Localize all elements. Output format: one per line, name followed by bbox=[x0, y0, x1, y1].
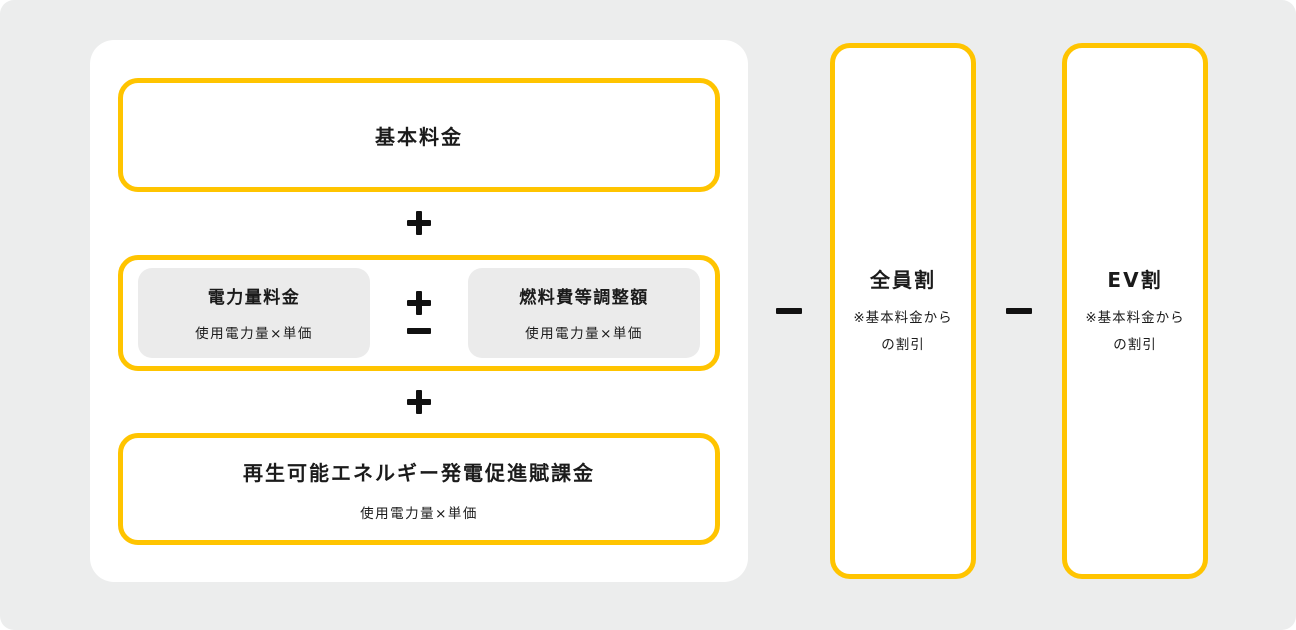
discount-title: 全員割 bbox=[870, 267, 936, 292]
discount-note-line: の割引 bbox=[881, 336, 925, 353]
plus-row-bottom bbox=[118, 371, 720, 434]
energy-charge-subtitle: 使用電力量×単価 bbox=[195, 326, 313, 342]
discount-note-line: ※基本料金から bbox=[853, 309, 953, 326]
minus-icon bbox=[407, 328, 431, 334]
renewable-levy-title: 再生可能エネルギー発電促進賦課金 bbox=[243, 460, 595, 485]
discount-note-line: の割引 bbox=[1113, 336, 1157, 353]
discount-note: ※基本料金から の割引 bbox=[1085, 305, 1184, 359]
base-fee-box: 基本料金 bbox=[118, 78, 720, 192]
plus-row-top bbox=[118, 192, 720, 255]
discount-title: EV割 bbox=[1107, 267, 1163, 292]
energy-charge-card: 電力量料金 使用電力量×単価 bbox=[138, 267, 370, 358]
charges-panel: 基本料金 電力量料金 使用電力量×単価 燃料費等調整額 使用電力量×単価 再生可… bbox=[90, 40, 748, 582]
zenin-wari-discount-card: 全員割 ※基本料金から の割引 bbox=[830, 43, 976, 579]
base-fee-label: 基本料金 bbox=[375, 124, 463, 149]
plus-icon bbox=[407, 389, 431, 414]
renewable-levy-box: 再生可能エネルギー発電促進賦課金 使用電力量×単価 bbox=[118, 433, 720, 545]
discount-note-line: ※基本料金から bbox=[1085, 309, 1185, 326]
fuel-adjustment-title: 燃料費等調整額 bbox=[519, 288, 649, 308]
discount-note: ※基本料金から の割引 bbox=[853, 305, 952, 359]
plus-icon bbox=[407, 211, 431, 236]
plus-minus-icon bbox=[407, 291, 431, 334]
minus-icon bbox=[776, 308, 802, 314]
minus-icon bbox=[1006, 308, 1032, 314]
fuel-adjustment-subtitle: 使用電力量×単価 bbox=[525, 326, 643, 342]
usage-and-fuel-box: 電力量料金 使用電力量×単価 燃料費等調整額 使用電力量×単価 bbox=[118, 254, 720, 371]
ev-wari-discount-card: EV割 ※基本料金から の割引 bbox=[1062, 43, 1208, 579]
energy-charge-title: 電力量料金 bbox=[207, 288, 301, 308]
fuel-adjustment-card: 燃料費等調整額 使用電力量×単価 bbox=[468, 267, 700, 358]
renewable-levy-subtitle: 使用電力量×単価 bbox=[360, 505, 478, 522]
plus-icon bbox=[407, 291, 431, 315]
